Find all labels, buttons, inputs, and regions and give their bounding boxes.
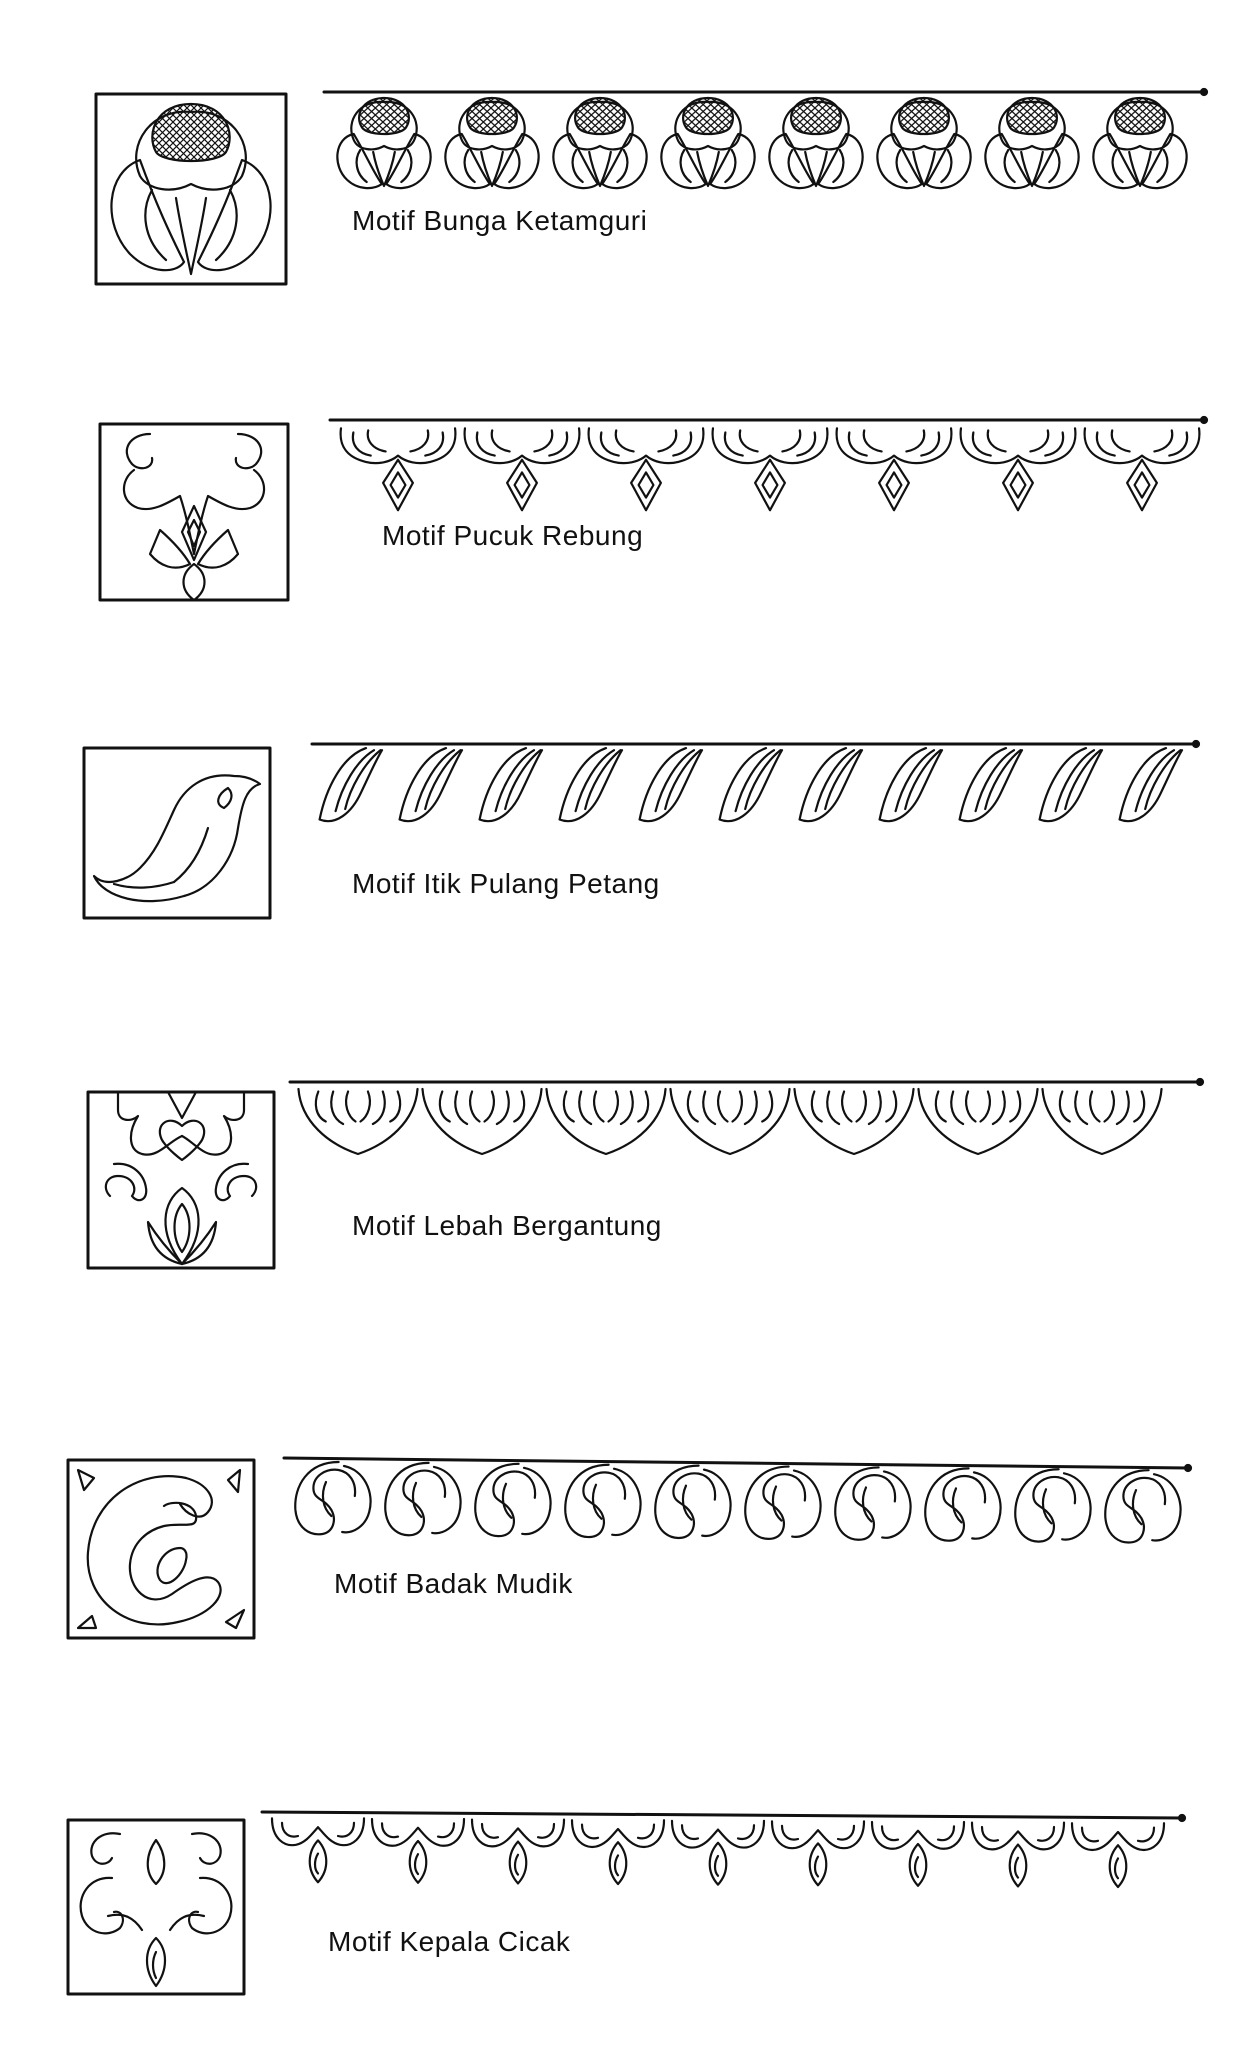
border-pucuk-rebung-unit [961, 428, 1076, 510]
border-lebah-bergantung-unit [670, 1089, 789, 1154]
border-itik-pulang-petang-unit [1120, 748, 1182, 821]
border-badak-mudik-unit [475, 1464, 550, 1536]
border-bunga-ketamguri-unit [1093, 98, 1186, 188]
border-badak-mudik-unit [1105, 1470, 1180, 1542]
border-badak-mudik-unit [1015, 1469, 1090, 1541]
border-itik-pulang-petang-unit [560, 748, 622, 821]
border-badak-mudik-unit [835, 1467, 910, 1539]
motif-label-itik-pulang-petang: Motif Itik Pulang Petang [352, 868, 660, 899]
panel-pucuk-rebung-motif [124, 434, 264, 600]
border-badak-mudik-unit [565, 1465, 640, 1537]
border-itik-pulang-petang-unit [480, 748, 542, 821]
border-pucuk-rebung-unit [713, 428, 828, 510]
border-itik-pulang-petang-unit [640, 748, 702, 821]
border-lebah-bergantung-unit [546, 1089, 665, 1154]
panel-itik-pulang-petang [84, 748, 270, 918]
border-lebah-bergantung-unit [918, 1089, 1037, 1154]
motif-label-lebah-bergantung: Motif Lebah Bergantung [352, 1210, 662, 1241]
border-badak-mudik-unit [925, 1468, 1000, 1540]
border-badak-mudik [284, 1458, 1191, 1542]
border-bunga-ketamguri-unit [337, 98, 430, 188]
border-pucuk-rebung-unit [1085, 428, 1200, 510]
border-kepala-cicak-unit [272, 1818, 364, 1882]
border-bunga-ketamguri-unit [661, 98, 754, 188]
border-bunga-ketamguri-unit [445, 98, 538, 188]
border-itik-pulang-petang-unit [960, 748, 1022, 821]
border-itik-pulang-petang-unit [320, 748, 382, 821]
border-lebah-bergantung-unit [298, 1089, 417, 1154]
panel-lebah-bergantung [88, 1092, 274, 1268]
border-lebah-bergantung-unit [1042, 1089, 1161, 1154]
panel-itik-pulang-petang-motif [94, 775, 260, 901]
border-bunga-ketamguri-unit [553, 98, 646, 188]
border-pucuk-rebung [330, 417, 1207, 510]
border-lebah-bergantung-unit [422, 1089, 541, 1154]
border-badak-mudik-unit [385, 1463, 460, 1535]
border-lebah-bergantung [290, 1079, 1203, 1154]
border-pucuk-rebung-unit [837, 428, 952, 510]
border-bunga-ketamguri-unit [985, 98, 1078, 188]
border-itik-pulang-petang-unit [880, 748, 942, 821]
motif-label-bunga-ketamguri: Motif Bunga Ketamguri [352, 205, 648, 236]
border-kepala-cicak-unit [1072, 1823, 1164, 1887]
border-badak-mudik-unit [745, 1467, 820, 1539]
border-itik-pulang-petang [312, 741, 1199, 821]
panel-badak-mudik-motif [78, 1470, 244, 1628]
panel-bunga-ketamguri [96, 94, 286, 284]
border-badak-mudik-unit [655, 1466, 730, 1538]
panel-kepala-cicak [68, 1820, 244, 1994]
border-kepala-cicak-unit [972, 1823, 1064, 1887]
border-bunga-ketamguri-unit [877, 98, 970, 188]
border-pucuk-rebung-unit [341, 428, 456, 510]
border-pucuk-rebung-unit [465, 428, 580, 510]
border-kepala-cicak-unit [572, 1820, 664, 1884]
motif-label-badak-mudik: Motif Badak Mudik [334, 1568, 573, 1599]
border-lebah-bergantung-unit [794, 1089, 913, 1154]
border-itik-pulang-petang-unit [800, 748, 862, 821]
panel-lebah-bergantung-motif [106, 1092, 256, 1264]
border-kepala-cicak-unit [372, 1819, 464, 1883]
border-kepala-cicak [262, 1812, 1185, 1887]
border-kepala-cicak-unit [472, 1820, 564, 1884]
border-kepala-cicak-unit [772, 1821, 864, 1885]
border-itik-pulang-petang-unit [720, 748, 782, 821]
motif-label-kepala-cicak: Motif Kepala Cicak [328, 1926, 571, 1957]
border-pucuk-rebung-unit [589, 428, 704, 510]
panel-kepala-cicak-motif [81, 1833, 232, 1986]
motif-label-pucuk-rebung: Motif Pucuk Rebung [382, 520, 644, 551]
border-badak-mudik-unit [295, 1462, 370, 1534]
panel-bunga-ketamguri-motif [111, 104, 270, 274]
border-bunga-ketamguri-unit [769, 98, 862, 188]
border-kepala-cicak-unit [872, 1822, 964, 1886]
border-bunga-ketamguri [324, 89, 1207, 188]
panel-badak-mudik [68, 1460, 254, 1638]
border-itik-pulang-petang-unit [400, 748, 462, 821]
panel-pucuk-rebung [100, 424, 288, 600]
border-kepala-cicak-unit [672, 1821, 764, 1885]
border-itik-pulang-petang-unit [1040, 748, 1102, 821]
